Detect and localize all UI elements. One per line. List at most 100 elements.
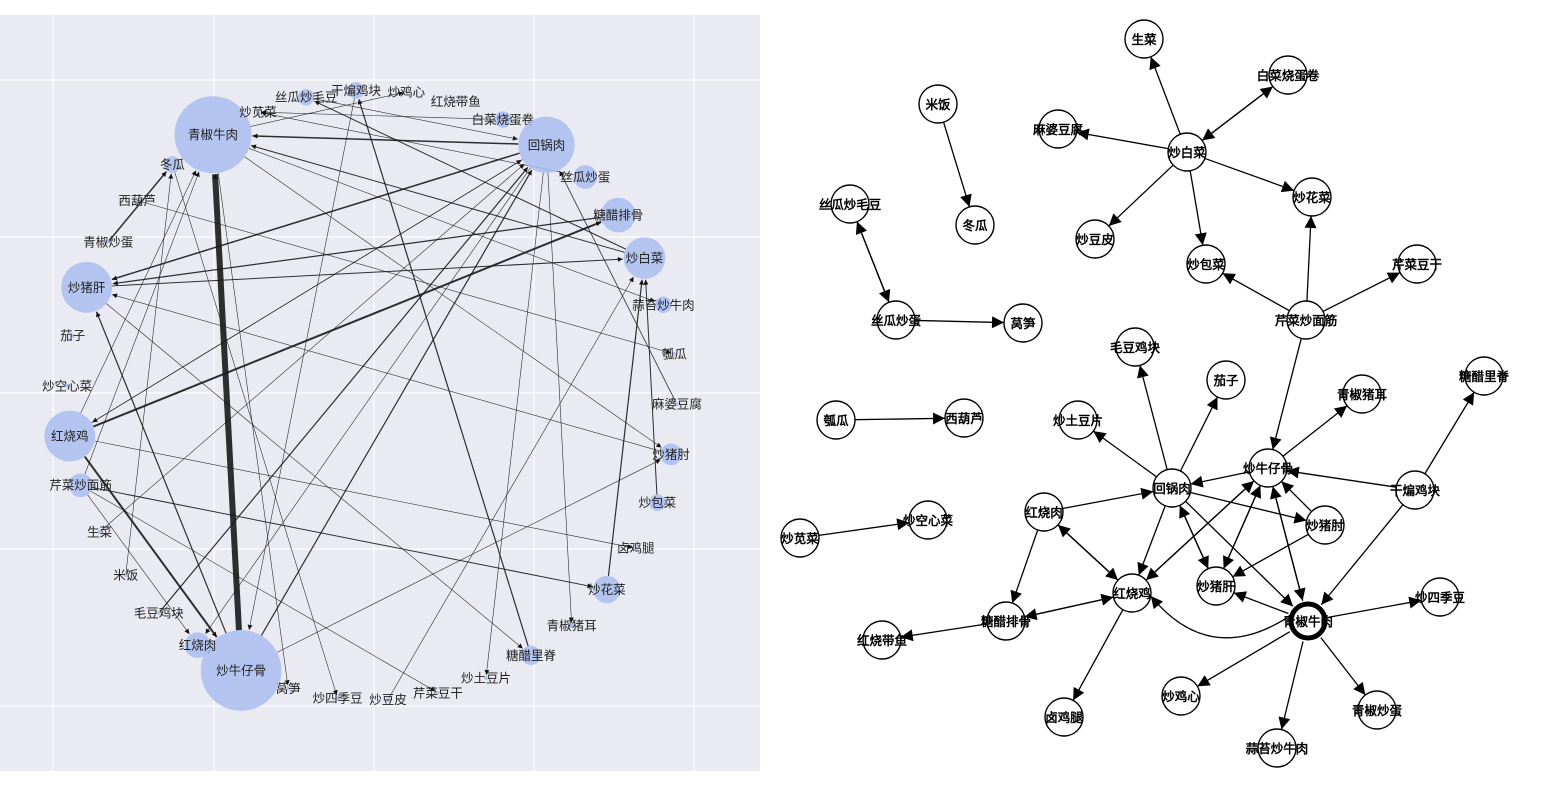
- left-node-31[interactable]: [61, 261, 113, 313]
- left-node-label: 红烧肉: [179, 638, 217, 653]
- left-node-24[interactable]: [156, 611, 161, 616]
- edges: [818, 56, 1475, 730]
- left-node-34[interactable]: [164, 156, 181, 173]
- edge-e78292e7899be4bb94e9aaa8-e99d92e6a492e78caae880b3: [1282, 405, 1348, 457]
- right-node-13[interactable]: [1286, 300, 1326, 340]
- right-node-18[interactable]: [816, 400, 856, 440]
- edge-e78292e7899be4bb94e9aaa8-e99d92e6a492e7899be88289: [212, 174, 242, 631]
- right-node-32[interactable]: [1288, 601, 1328, 641]
- left-node-26[interactable]: [97, 529, 102, 534]
- right-node-17[interactable]: [1342, 374, 1382, 414]
- right-node-9[interactable]: [1186, 244, 1226, 284]
- left-node-3[interactable]: [494, 111, 512, 128]
- right-node-3[interactable]: [1038, 109, 1078, 149]
- right-node-19[interactable]: [944, 398, 984, 438]
- left-node-8[interactable]: [655, 296, 672, 314]
- left-node-5[interactable]: [573, 165, 598, 189]
- left-node-33[interactable]: [135, 198, 140, 203]
- left-node-label: 毛豆鸡块: [134, 606, 185, 621]
- left-node-6[interactable]: [600, 197, 636, 233]
- right-node-12[interactable]: [1003, 303, 1043, 343]
- right-node-16[interactable]: [1464, 356, 1504, 396]
- left-node-37[interactable]: [297, 88, 315, 106]
- left-node-label: 炒牛仔骨: [216, 663, 266, 678]
- left-node-10[interactable]: [674, 402, 679, 407]
- right-node-28[interactable]: [1112, 573, 1152, 613]
- right-node-31[interactable]: [986, 601, 1026, 641]
- left-node-4[interactable]: [518, 116, 575, 174]
- edge-e88ab9e88f9ce78292e99da2e7ad8b-e78292e88ab1e88f9c: [92, 487, 593, 589]
- left-node-1[interactable]: [404, 89, 409, 94]
- left-node-25[interactable]: [123, 572, 128, 577]
- right-node-20[interactable]: [1058, 400, 1098, 440]
- left-node-32[interactable]: [106, 239, 111, 244]
- right-node-35[interactable]: [1357, 690, 1397, 730]
- right-node-7[interactable]: [1292, 177, 1332, 217]
- right-node-24[interactable]: [1024, 492, 1064, 532]
- right-node-8[interactable]: [1075, 219, 1115, 259]
- left-node-18[interactable]: [435, 690, 440, 695]
- right-node-label: 回锅肉: [1153, 481, 1191, 496]
- left-node-16[interactable]: [521, 645, 541, 665]
- edge-e78292e799bde88f9c-e4b89de7939ce78292e6af9be8b186: [314, 100, 626, 250]
- left-node-22[interactable]: [200, 630, 282, 711]
- edge-e78292e88ab1e88f9c-e78292e799bde88f9c: [607, 279, 644, 576]
- right-node-25[interactable]: [1305, 505, 1345, 545]
- right-node-37[interactable]: [1257, 728, 1297, 768]
- left-node-17[interactable]: [483, 675, 488, 680]
- left-node-label: 炒苋菜: [239, 105, 277, 120]
- edge-e78292e78caae8829d-e78292e799bde88f9c: [112, 256, 623, 287]
- left-node-36[interactable]: [256, 110, 261, 115]
- edge-e7baa2e783a7e9b8a1-e78292e7899be4bb94e9aaa8: [83, 455, 218, 638]
- right-node-label: 炒花菜: [1293, 190, 1331, 205]
- right-node-4[interactable]: [1167, 132, 1207, 172]
- left-node-29[interactable]: [65, 383, 70, 388]
- right-node-2[interactable]: [918, 84, 958, 124]
- right-node-10[interactable]: [1397, 244, 1437, 284]
- left-node-19[interactable]: [385, 697, 390, 702]
- edge-e59b9ee99485e88289-e78292e78caae8829d: [111, 152, 520, 281]
- right-node-26[interactable]: [780, 518, 820, 558]
- left-node-13[interactable]: [633, 546, 638, 551]
- right-node-23[interactable]: [1395, 470, 1435, 510]
- edge-e7b1b3e9a5ad-e586ace7939c: [942, 121, 972, 208]
- right-node-1[interactable]: [1268, 55, 1308, 95]
- left-node-label: 白菜烧蛋卷: [472, 112, 535, 127]
- left-node-2[interactable]: [453, 99, 458, 104]
- right-node-14[interactable]: [1115, 327, 1155, 367]
- right-node-0[interactable]: [1124, 19, 1164, 59]
- left-node-11[interactable]: [660, 443, 683, 466]
- left-node-14[interactable]: [593, 575, 621, 604]
- edge-e88ab9e88f9ce78292e99da2e7ad8b-e88ab9e88f9ce8b186e5b9b2: [1322, 271, 1401, 313]
- right-node-34[interactable]: [1161, 676, 1201, 716]
- left-node-23[interactable]: [184, 632, 211, 659]
- left-node-15[interactable]: [569, 623, 574, 628]
- right-node-33[interactable]: [862, 620, 902, 660]
- left-node-28[interactable]: [44, 410, 96, 462]
- right-node-22[interactable]: [1152, 468, 1192, 508]
- edge-e59b9ee99485e88289-e78292e78caae88298: [1190, 491, 1307, 524]
- left-node-20[interactable]: [335, 696, 340, 701]
- right-node-27[interactable]: [908, 500, 948, 540]
- left-node-12[interactable]: [649, 494, 666, 511]
- edge-e59b9ee99485e88289-e99d92e6a492e7899be88289: [252, 133, 519, 145]
- left-node-label: 回锅肉: [528, 137, 566, 152]
- right-node-15[interactable]: [1206, 360, 1246, 400]
- left-node-27[interactable]: [68, 473, 93, 498]
- left-node-7[interactable]: [623, 237, 666, 279]
- right-node-36[interactable]: [1044, 697, 1084, 737]
- left-node-9[interactable]: [672, 351, 677, 356]
- right-node-6[interactable]: [955, 205, 995, 245]
- left-node-35[interactable]: [174, 96, 252, 174]
- edge-e9babbe5a986e8b186e88590-e59b9ee99485e88289: [559, 170, 677, 403]
- left-node-21[interactable]: [286, 686, 291, 691]
- left-node-0[interactable]: [347, 82, 365, 99]
- right-node-5[interactable]: [830, 184, 870, 224]
- right-node-29[interactable]: [1196, 566, 1236, 606]
- right-node-11[interactable]: [876, 300, 916, 340]
- right-node-label: 西葫芦: [945, 411, 983, 426]
- right-node-21[interactable]: [1248, 448, 1288, 488]
- right-node-30[interactable]: [1420, 577, 1460, 617]
- left-node-30[interactable]: [70, 333, 75, 338]
